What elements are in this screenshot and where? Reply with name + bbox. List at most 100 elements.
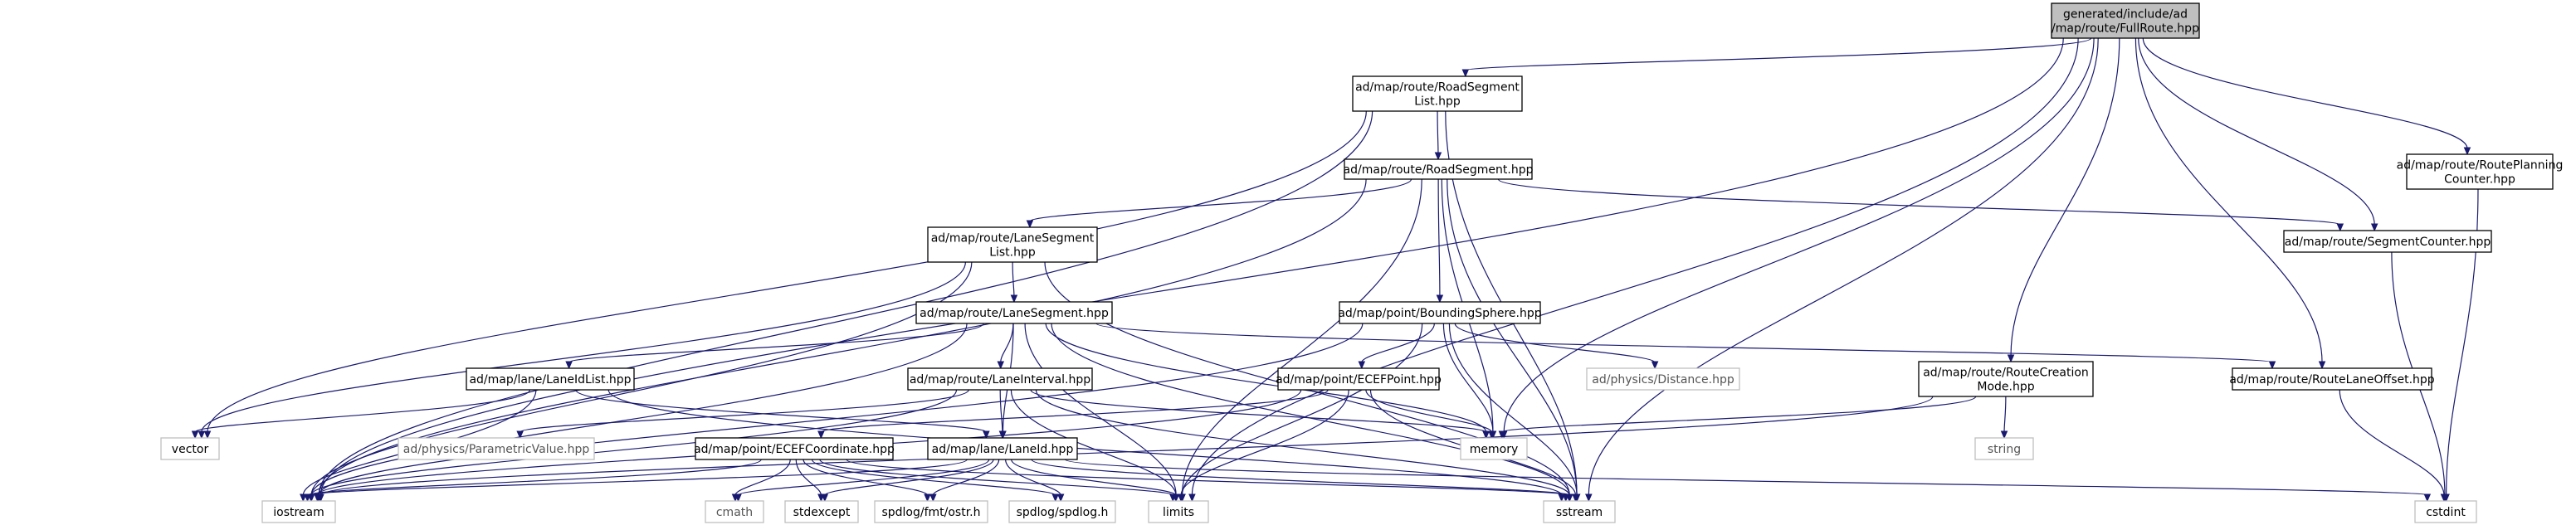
edge-line: [2142, 37, 2468, 149]
node-laneinterval[interactable]: ad/map/route/LaneInterval.hpp: [907, 367, 1093, 391]
node-fullroute[interactable]: generated/include/ad/map/route/FullRoute…: [2051, 2, 2200, 39]
edge-arrowhead: [1558, 493, 1565, 503]
edge-arrowhead: [1488, 430, 1495, 440]
edge-arrowhead: [1172, 493, 1180, 503]
edge-line: [1447, 178, 1578, 496]
node-label: vector: [172, 443, 209, 456]
edge-line: [310, 459, 968, 496]
node-label: cstdint: [2426, 506, 2466, 519]
node-box: [1148, 500, 1209, 523]
node-ecefpoint[interactable]: ad/map/point/ECEFPoint.hpp: [1276, 367, 1442, 391]
edge-fullroute-to-segmentcounter: [2138, 37, 2378, 232]
edge-arrowhead: [924, 493, 931, 503]
node-box: [695, 437, 894, 460]
edge-line: [320, 37, 2064, 496]
edge-arrowhead: [1188, 493, 1196, 503]
edge-routecreationmode-to-memory: [1498, 396, 1977, 440]
edge-line: [1095, 323, 2273, 363]
edge-line: [2010, 37, 2120, 357]
edge-line: [1035, 389, 1570, 496]
node-box: [915, 301, 1113, 324]
node-parametricvalue: ad/physics/ParametricValue.hpp: [398, 437, 595, 460]
node-ecefcoordinate[interactable]: ad/map/point/ECEFCoordinate.hpp: [694, 437, 895, 460]
node-box: [2232, 367, 2432, 391]
edge-arrowhead: [1482, 430, 1490, 440]
node-box: [2051, 2, 2200, 39]
edge-ecefpoint-to-limits: [1177, 389, 1349, 503]
edge-arrowhead: [317, 493, 324, 503]
node-label: spdlog/fmt/ostr.h: [881, 506, 980, 519]
node-spdlog: spdlog/spdlog.h: [1008, 500, 1116, 523]
edge-line: [1029, 178, 1412, 222]
edge-line: [737, 459, 990, 496]
node-label: limits: [1163, 506, 1194, 519]
edge-arrowhead: [1585, 493, 1593, 503]
edge-line: [1503, 37, 2095, 433]
edge-arrowhead: [565, 361, 573, 370]
edge-laneid-to-cmath: [734, 459, 990, 503]
edge-line: [819, 459, 1173, 496]
node-label: ad/map/route/LaneInterval.hpp: [910, 373, 1090, 386]
node-laneidlist[interactable]: ad/map/lane/LaneIdList.hpp: [466, 367, 635, 391]
edge-arrowhead: [997, 361, 1005, 370]
edge-laneinterval-to-memory: [1030, 389, 1490, 440]
node-label: ad/map/route/SegmentCounter.hpp: [2285, 236, 2491, 249]
edge-line: [1365, 389, 1492, 433]
edge-line: [1442, 323, 1494, 433]
node-roadsegment[interactable]: ad/map/route/RoadSegment.hpp: [1344, 158, 1534, 180]
edge-roadsegment-to-segmentcounter: [1497, 178, 2344, 232]
edge-line: [2003, 396, 2007, 433]
node-box: [1543, 500, 1616, 523]
edge-line: [568, 323, 984, 363]
node-box: [1460, 437, 1528, 460]
edge-arrowhead: [998, 430, 1007, 440]
edge-ecefcoordinate-to-iostream: [304, 459, 762, 503]
edge-line: [1181, 178, 1422, 496]
edge-arrowhead: [2000, 430, 2008, 440]
node-label: ad/map/lane/LaneIdList.hpp: [469, 373, 631, 386]
edge-arrowhead: [817, 430, 825, 440]
node-vector: vector: [160, 437, 220, 460]
edge-arrowhead: [1461, 69, 1470, 78]
edge-laneidlist-to-sstream: [607, 389, 1565, 503]
edge-routelaneoffset-to-cstdint: [2339, 389, 2448, 503]
edge-laneid-to-iostream: [307, 459, 968, 503]
edge-line: [520, 389, 969, 433]
node-label: List.hpp: [1414, 95, 1461, 109]
node-box: [1918, 361, 2094, 397]
node-lanesegment[interactable]: ad/map/route/LaneSegment.hpp: [915, 301, 1113, 324]
edge-fullroute-to-routecreationmode: [2007, 37, 2120, 363]
node-laneid[interactable]: ad/map/lane/LaneId.hpp: [927, 437, 1078, 460]
edge-laneinterval-to-parametricvalue: [516, 389, 969, 440]
edge-boundingsphere-to-ecefpoint: [1358, 323, 1435, 370]
edge-line: [607, 389, 1563, 496]
node-label: string: [1988, 443, 2021, 456]
edge-arrowhead: [198, 430, 206, 440]
edge-arrowhead: [307, 493, 315, 503]
node-box: [874, 500, 988, 523]
edge-ecefpoint-to-ecefcoordinate: [817, 389, 1329, 440]
edge-line: [194, 389, 531, 433]
edge-line: [201, 261, 966, 433]
node-label: ad/map/route/RoutePlanning: [2397, 159, 2564, 173]
edge-lanesegmentlist-to-vector: [198, 261, 966, 440]
edge-laneid-to-spdlog: [1005, 459, 1065, 503]
edge-routecreationmode-to-iostream: [317, 396, 1934, 503]
node-boundingsphere[interactable]: ad/map/point/BoundingSphere.hpp: [1338, 301, 1542, 324]
node-box: [1352, 75, 1523, 112]
edge-laneinterval-to-laneid: [998, 389, 1007, 440]
edge-line: [1191, 37, 2079, 496]
node-cmath: cmath: [705, 500, 764, 523]
edge-arrowhead: [1358, 361, 1366, 370]
node-segmentcounter[interactable]: ad/map/route/SegmentCounter.hpp: [2283, 230, 2492, 253]
node-label: ad/map/point/BoundingSphere.hpp: [1338, 307, 1541, 320]
edge-arrowhead: [929, 493, 937, 503]
edge-arrowhead: [1498, 430, 1506, 440]
node-label: ad/map/lane/LaneId.hpp: [932, 443, 1074, 456]
edge-line: [1361, 323, 1435, 363]
node-routelaneoffset[interactable]: ad/map/route/RouteLaneOffset.hpp: [2229, 367, 2435, 391]
